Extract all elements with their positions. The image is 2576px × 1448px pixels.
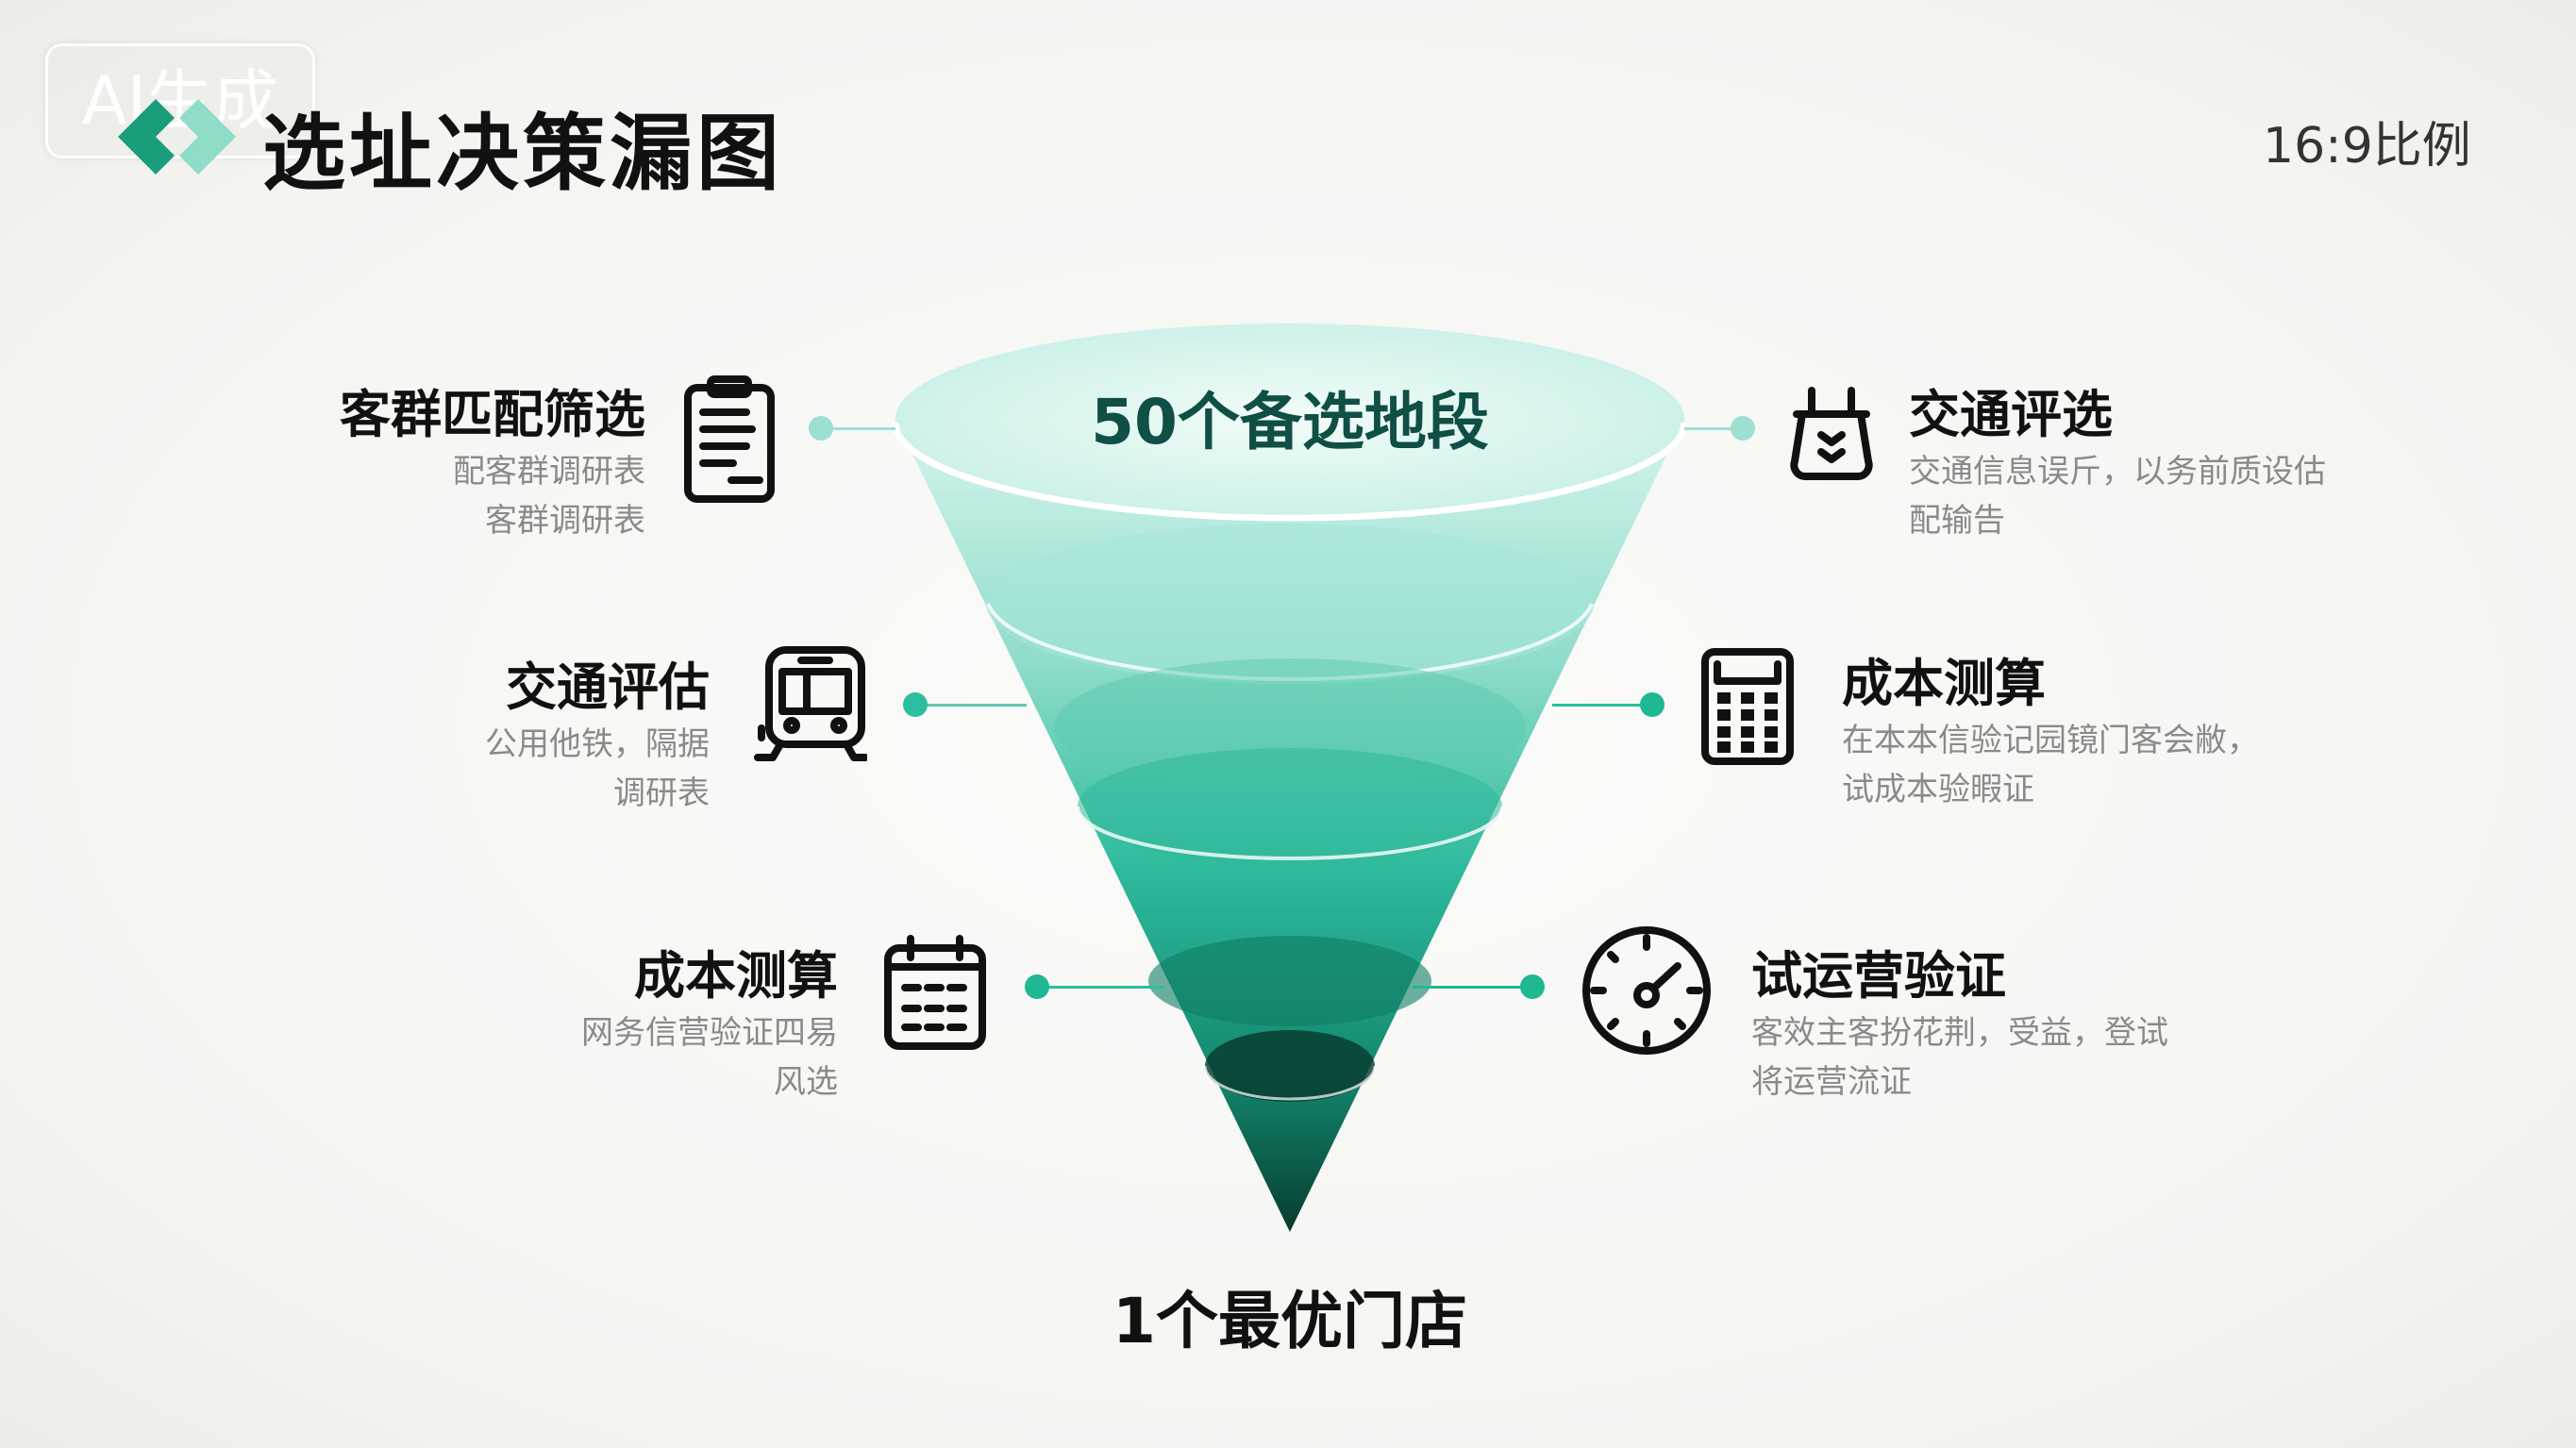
step-desc: 调研表 xyxy=(613,774,710,812)
step-desc: 风选 xyxy=(774,1063,838,1101)
connector-line xyxy=(915,704,1027,707)
clock-icon xyxy=(1582,926,1711,1055)
connector-line xyxy=(1037,986,1163,989)
step-title: 交通评选 xyxy=(1909,385,2113,444)
right-step-1: 交通评选 交通信息误斤，以务前质设估 配输告 xyxy=(1909,373,2326,545)
connector-dot xyxy=(809,416,833,441)
aspect-ratio-label: 16:9比例 xyxy=(2263,118,2471,175)
connector-dot xyxy=(903,692,928,717)
logo-icon xyxy=(118,99,236,175)
funnel-band xyxy=(1078,748,1502,865)
left-step-2: 交通评估 公用他铁，隔据 调研表 xyxy=(485,645,710,818)
connector-line xyxy=(1552,704,1652,707)
connector-dot xyxy=(1025,974,1049,999)
step-desc: 在本本信验记园镜门客会敝， xyxy=(1842,722,2259,759)
left-step-1: 客群匹配筛选 配客群调研表 客群调研表 xyxy=(340,373,645,545)
bus-icon xyxy=(754,646,867,761)
funnel-top-label: 50个备选地段 xyxy=(1091,386,1489,458)
connector-line xyxy=(1684,427,1743,430)
basket-icon xyxy=(1790,387,1873,480)
funnel-bottom-label: 1个最优门店 xyxy=(1112,1285,1467,1357)
connector-dot xyxy=(1731,416,1755,441)
step-desc: 客效主客扮花荆，受益，登试 xyxy=(1751,1014,2168,1052)
step-desc: 公用他铁，隔据 xyxy=(485,725,710,763)
funnel-band xyxy=(986,524,1594,684)
funnel-band xyxy=(1148,936,1431,1026)
right-step-3: 试运营验证 客效主客扮花荆，受益，登试 将运营流证 xyxy=(1751,934,2168,1107)
clipboard-icon xyxy=(684,375,775,503)
left-step-3: 成本测算 网务信营验证四易 风选 xyxy=(581,934,838,1107)
step-desc: 客群调研表 xyxy=(485,502,645,540)
step-title: 试运营验证 xyxy=(1751,946,2006,1006)
step-desc: 将运营流证 xyxy=(1751,1063,1912,1101)
step-title: 成本测算 xyxy=(1842,654,2046,713)
funnel-top xyxy=(895,324,1684,514)
funnel-band xyxy=(1205,1030,1375,1102)
right-step-2: 成本测算 在本本信验记园镜门客会敝， 试成本验暇证 xyxy=(1842,641,2259,814)
connector-dot xyxy=(1520,974,1545,999)
step-title: 成本测算 xyxy=(634,946,838,1006)
connector-line xyxy=(821,427,895,430)
connector-dot xyxy=(1640,692,1664,717)
connector-line xyxy=(1413,986,1532,989)
step-desc: 交通信息误斤，以务前质设估 xyxy=(1909,453,2326,491)
step-desc: 配客群调研表 xyxy=(453,453,645,491)
calendar-icon xyxy=(884,935,986,1050)
step-title: 客群匹配筛选 xyxy=(340,385,645,444)
ai-generated-badge: AI生成 xyxy=(45,43,315,158)
step-desc: 试成本验暇证 xyxy=(1842,771,2034,808)
step-title: 交通评估 xyxy=(506,657,710,717)
step-desc: 网务信营验证四易 xyxy=(581,1014,838,1052)
step-desc: 配输告 xyxy=(1909,502,2005,540)
calculator-icon xyxy=(1701,648,1794,765)
page-title: 选址决策漏图 xyxy=(262,105,784,202)
